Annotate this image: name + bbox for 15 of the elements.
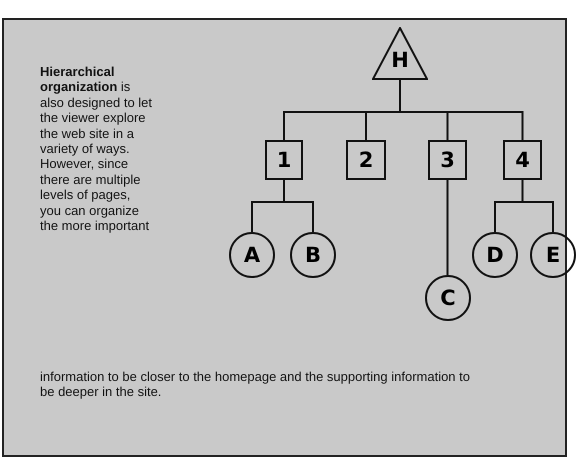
page-box: 3 [428,140,467,180]
subpage-circle: B [290,232,336,278]
subpage-circle: C [425,275,471,321]
connector-line [446,180,448,275]
paragraph-text: information to be closer to the homepage and the supporting information to be deeper in the site. [40,369,470,400]
page-box: 1 [265,140,303,180]
page-box: 2 [346,140,386,180]
page-box: 4 [503,140,542,180]
subpage-circle: D [472,232,518,278]
paragraph-text: Hierarchical organization is also designed to let the viewer explore the web site in a variety of ways. However, since there are multiple levels of pages, you can organize the more important [40,64,154,234]
subpage-circle: E [530,232,576,278]
subpage-circle: A [229,232,275,278]
homepage-triangle: H [372,27,428,80]
connector-line [522,180,554,232]
connector-line [283,180,314,232]
